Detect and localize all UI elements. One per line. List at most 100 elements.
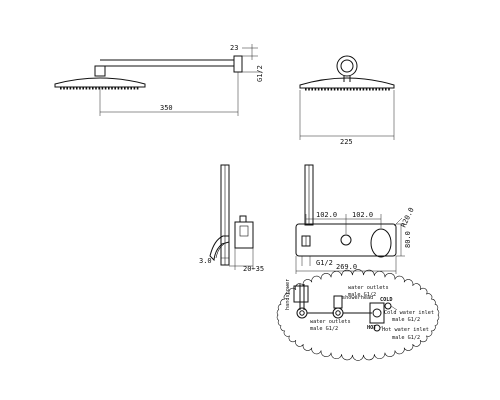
dim-plate-height: 80.0 (396, 223, 412, 257)
mount-ring (336, 55, 358, 77)
dim-head-diameter: 225 (299, 90, 395, 146)
nozzle (101, 87, 104, 90)
nozzle (324, 88, 326, 91)
cold-inlet (384, 302, 392, 310)
arm-connector (94, 65, 106, 77)
nozzle (340, 88, 342, 91)
dim-arm-length-text: 350 (160, 104, 173, 112)
label-handshower: handshower (285, 279, 291, 310)
label-cold-line2: male G1/2 (392, 317, 420, 323)
nozzle (362, 88, 365, 91)
nozzle (385, 88, 387, 91)
nozzle (330, 88, 333, 91)
nozzle (98, 87, 100, 90)
dim-thread-top-text: G1/2 (256, 65, 264, 82)
nozzle (365, 88, 368, 91)
nozzle (114, 87, 116, 90)
dim-head-diameter-text: 225 (340, 138, 353, 146)
nozzle (333, 88, 336, 91)
nozzle (317, 88, 320, 91)
nozzle (124, 87, 126, 90)
nozzle (346, 88, 349, 91)
nozzle (82, 87, 84, 90)
nozzle (378, 88, 381, 91)
nozzle (381, 88, 384, 91)
label-cold: COLD (380, 297, 393, 303)
valve-side-view: 3.0 20~35 (199, 164, 264, 273)
detail-cloud (276, 269, 440, 361)
diverter-knob (340, 234, 352, 246)
nozzle (130, 87, 132, 90)
nozzle (127, 87, 129, 90)
nozzle (92, 87, 94, 90)
dim-plate-height-text: 80.0 (404, 231, 412, 248)
detail-callout: handshower showerhead water outlets male… (276, 269, 440, 361)
nozzle (372, 88, 374, 91)
nozzle (66, 87, 68, 90)
dim-thread-top: G1/2 (242, 65, 264, 82)
nozzle (136, 87, 139, 90)
dim-depth-range-text: 20~35 (243, 265, 264, 273)
nozzle-row (60, 87, 139, 90)
valve-handle (209, 235, 230, 262)
showerhead-side-view: 23 G1/2 350 (54, 44, 264, 116)
nozzle (69, 87, 72, 90)
dim-depth-range: 20~35 (229, 248, 264, 273)
nozzle (311, 88, 313, 91)
dim-plate-radius-text: R20.0 (400, 206, 416, 228)
nozzle (375, 88, 377, 91)
nozzle (88, 87, 91, 90)
nozzle (314, 88, 317, 91)
dim-spacing-right-text: 102.0 (352, 211, 373, 219)
dim-arm-length: 350 (99, 72, 239, 116)
connector-block (239, 215, 247, 223)
nozzle (349, 88, 352, 91)
label-cold-line1: Cold water inlet (384, 310, 434, 316)
nozzle (85, 87, 88, 90)
label-water-outlets-left-1: water outlets (310, 319, 351, 325)
nozzle (117, 87, 120, 90)
nozzle-row-2 (305, 88, 390, 91)
label-showerhead: showerhead (342, 295, 373, 301)
label-water-outlets-top-1: water outlets (348, 285, 389, 291)
nozzle (356, 88, 358, 91)
nozzle (359, 88, 361, 91)
nozzle (120, 87, 123, 90)
nozzle (133, 87, 136, 90)
nozzle (369, 88, 371, 91)
nozzle (72, 87, 75, 90)
nozzle (104, 87, 107, 90)
label-hot-line1: Hot water inlet (382, 327, 429, 333)
dim-plate-radius: R20.0 (393, 206, 416, 229)
outlet-fitting-left (296, 307, 308, 319)
label-water-outlets-left-2: male G1/2 (310, 326, 338, 332)
valve-front-view: 102.0 102.0 R20.0 80.0 G1/2 269.0 (295, 164, 416, 274)
showerhead-angled-view: 225 (299, 55, 395, 146)
dim-wall-thickness: 3.0 (199, 257, 229, 265)
showerhead-body-2 (299, 77, 395, 89)
label-water-outlets-top-2: male G1/2 (348, 292, 376, 298)
showerhead-body (54, 77, 146, 88)
dim-spacing: 102.0 102.0 (305, 211, 382, 234)
outlet-fitting-mid (332, 307, 344, 319)
dim-spacing-left-text: 102.0 (316, 211, 337, 219)
nozzle (353, 88, 355, 91)
nozzle (111, 87, 113, 90)
dim-thread-valve-text: G1/2 (316, 259, 333, 267)
mixer-block (369, 302, 385, 324)
nozzle (343, 88, 345, 91)
nozzle (95, 87, 97, 90)
wall-flange (233, 55, 243, 73)
nozzle (79, 87, 81, 90)
nozzle (337, 88, 339, 91)
dim-arm-offset-text: 23 (230, 44, 238, 52)
nozzle (327, 88, 329, 91)
dim-plate-width-text: 269.0 (336, 263, 357, 271)
nozzle (76, 87, 78, 90)
nozzle (308, 88, 310, 91)
nozzle (60, 87, 62, 90)
nozzle (305, 88, 307, 91)
dim-arm-offset: 23 (230, 44, 258, 60)
nozzle (108, 87, 110, 90)
